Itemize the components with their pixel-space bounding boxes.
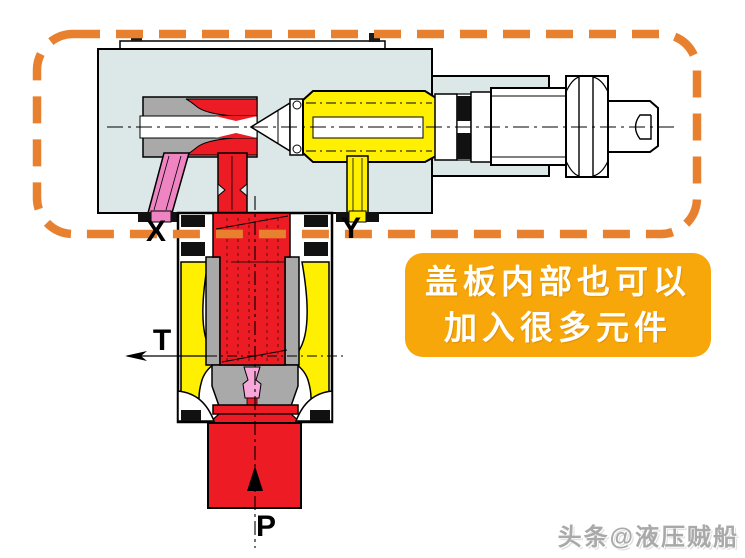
- watermark: 头条@液压贼船: [557, 524, 739, 551]
- annotations: X Y T P: [125, 196, 361, 548]
- bottom-seal-right: [310, 410, 330, 421]
- port-label-p: P: [256, 510, 276, 543]
- pilot-orifice: [242, 366, 262, 399]
- y-port-pad: [336, 212, 349, 222]
- bolt-seal: [181, 242, 205, 256]
- port-label-t: T: [153, 324, 171, 357]
- sleeve-wall-right: [284, 256, 300, 366]
- t-flow-arrow-icon: [125, 351, 147, 361]
- main-spool: [212, 212, 291, 366]
- p-flow-arrow-icon: [247, 466, 263, 491]
- pilot-channels: [138, 152, 379, 223]
- callout-line-1: 盖板内部也可以: [425, 263, 691, 301]
- bolt-seal: [304, 215, 328, 227]
- cover-highlight-dashed-border: [32, 29, 702, 239]
- pilot-valve-assembly: [107, 75, 676, 178]
- hex-socket: [634, 114, 652, 140]
- port-label-y: Y: [341, 212, 361, 245]
- bottom-seal-left: [181, 410, 201, 421]
- y-port-pad: [366, 212, 379, 222]
- spool-hatching: [226, 218, 279, 362]
- pressure-pilot-channel: [217, 152, 248, 214]
- pilot-seat-lip-bottom: [215, 133, 257, 138]
- port-label-x: X: [146, 215, 166, 248]
- seal-ring-bottom: [457, 133, 471, 159]
- sleeve-wall-left: [205, 256, 221, 366]
- main-cartridge-valve: [176, 211, 334, 509]
- tank-chamber-right: [290, 261, 330, 399]
- seal-ring-top: [457, 96, 471, 121]
- callout-line-2: 加入很多元件: [444, 309, 672, 346]
- bolt-seal: [181, 215, 205, 227]
- y-pilot-channel: [346, 155, 369, 214]
- cover-top-plate: [119, 40, 386, 50]
- pilot-seat-lip-top: [215, 116, 257, 121]
- pilot-pressure-channel-top: [185, 98, 258, 117]
- callout-box: 盖板内部也可以 加入很多元件: [405, 253, 711, 357]
- bolt-seal: [304, 242, 328, 256]
- x-port-pad: [138, 212, 151, 222]
